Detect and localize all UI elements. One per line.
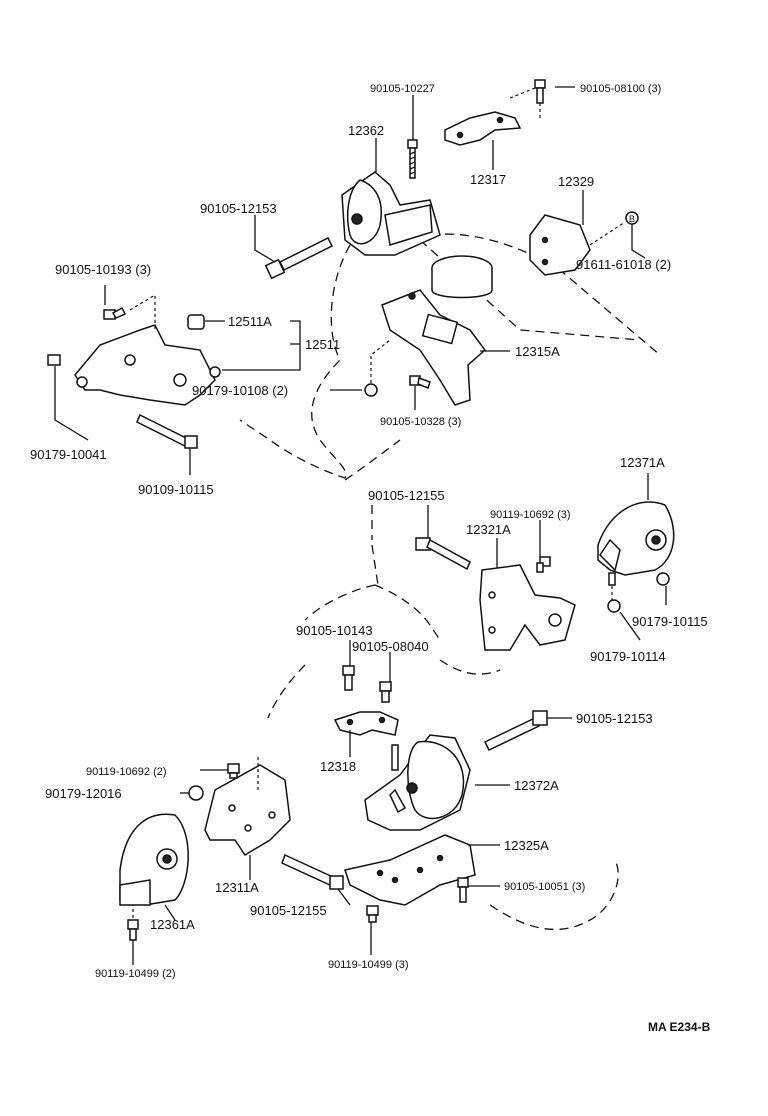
- long-bolt-90109-10115: [136, 413, 198, 449]
- label-90179-12016: 90179-12016: [45, 786, 122, 801]
- nut-90179-10108: [364, 383, 378, 397]
- label-90105-12155-mid: 90105-12155: [368, 488, 445, 503]
- engine-mount-12362: [341, 171, 441, 256]
- label-90179-10115: 90179-10115: [632, 614, 708, 629]
- bracket-12321A: [479, 564, 576, 651]
- bracket-12329: [529, 214, 591, 276]
- nut-91611-61018: B: [625, 211, 639, 225]
- label-90179-10041: 90179-10041: [30, 447, 107, 462]
- label-12511A: 12511A: [228, 314, 272, 329]
- bolt-90105-10227: [407, 139, 418, 179]
- label-12321A: 12321A: [466, 522, 511, 537]
- label-90105-10143: 90105-10143: [296, 623, 373, 638]
- long-bolt-90105-12153-top: [264, 236, 334, 280]
- bushing-12511A: [187, 314, 205, 330]
- svg-text:B: B: [629, 214, 635, 224]
- label-90105-08040: 90105-08040: [352, 639, 429, 654]
- label-90119-10499-left: 90119-10499 (2): [95, 968, 176, 980]
- bolt-90119-10499-mid: [366, 905, 379, 923]
- bracket-12318: [333, 711, 399, 736]
- bracket-12511: [74, 324, 221, 406]
- label-90105-08100: 90105-08100 (3): [580, 83, 661, 95]
- label-90105-10227: 90105-10227: [370, 83, 435, 95]
- bracket-12325A: [344, 834, 476, 906]
- label-12311A: 12311A: [215, 880, 259, 895]
- long-bolt-90105-12155-mid: [415, 537, 471, 571]
- bolt-90105-10193: [103, 306, 127, 320]
- label-12371A: 12371A: [620, 455, 665, 470]
- bracket-12317: [444, 111, 522, 146]
- bracket-12311A: [204, 764, 291, 857]
- bolt-90119-10499-left: [127, 919, 139, 941]
- label-12372A: 12372A: [514, 778, 559, 793]
- label-90105-10051: 90105-10051 (3): [504, 881, 585, 893]
- label-90179-10108: 90179-10108 (2): [192, 383, 288, 398]
- label-12362: 12362: [348, 123, 384, 138]
- label-12329: 12329: [558, 174, 594, 189]
- bolt-12371A-stud: [608, 572, 616, 586]
- nut-90179-10114: [607, 599, 621, 613]
- label-90109-10115: 90109-10115: [138, 482, 214, 497]
- engine-mount-12371A: [597, 501, 675, 576]
- bolt-90105-10328: [409, 375, 431, 389]
- round-mount: [431, 255, 493, 299]
- label-12511: 12511: [305, 337, 340, 352]
- bolt-90105-08100: [534, 79, 546, 104]
- long-bolt-90105-12153-bot: [483, 710, 548, 751]
- leader-lines: [54, 86, 667, 965]
- label-12317: 12317: [470, 172, 506, 187]
- part-labels: 90105-10227 90105-08100 (3) 12362 12317 …: [30, 83, 711, 1034]
- bolt-90105-10143: [342, 665, 355, 691]
- bolt-90105-08040: [379, 681, 392, 703]
- label-90105-12153-bot: 90105-12153: [576, 711, 653, 726]
- label-90119-10499-mid: 90119-10499 (3): [328, 959, 409, 971]
- label-90119-10692-mid: 90119-10692 (3): [490, 509, 571, 521]
- engine-mount-12372A: [364, 734, 471, 831]
- engine-outline: [239, 233, 661, 931]
- diagram-code: MA E234-B: [648, 1020, 711, 1034]
- label-90105-12155-bot: 90105-12155: [250, 903, 327, 918]
- label-90105-10328: 90105-10328 (3): [380, 416, 461, 428]
- label-12318: 12318: [320, 759, 356, 774]
- label-12315A: 12315A: [515, 344, 560, 359]
- bolt-90119-10692-mid: [536, 556, 551, 573]
- label-90179-10114: 90179-10114: [590, 649, 666, 664]
- label-91611-61018: 91611-61018 (2): [576, 257, 671, 272]
- bolt-90105-10051: [457, 877, 469, 903]
- nut-90179-12016: [188, 785, 204, 801]
- long-bolt-90105-12155-bot: [281, 853, 344, 890]
- nut-90179-10041: [47, 354, 61, 366]
- nut-90179-10115: [656, 572, 670, 586]
- bracket-12315A: [381, 289, 487, 406]
- label-12325A: 12325A: [504, 838, 549, 853]
- label-12361A: 12361A: [150, 917, 195, 932]
- label-90105-10193: 90105-10193 (3): [55, 262, 151, 277]
- bolt-90119-10692-bot: [227, 763, 240, 779]
- label-90119-10692-bot: 90119-10692 (2): [86, 766, 167, 778]
- label-90105-12153-top: 90105-12153: [200, 201, 277, 216]
- engine-mount-12361A: [119, 813, 189, 906]
